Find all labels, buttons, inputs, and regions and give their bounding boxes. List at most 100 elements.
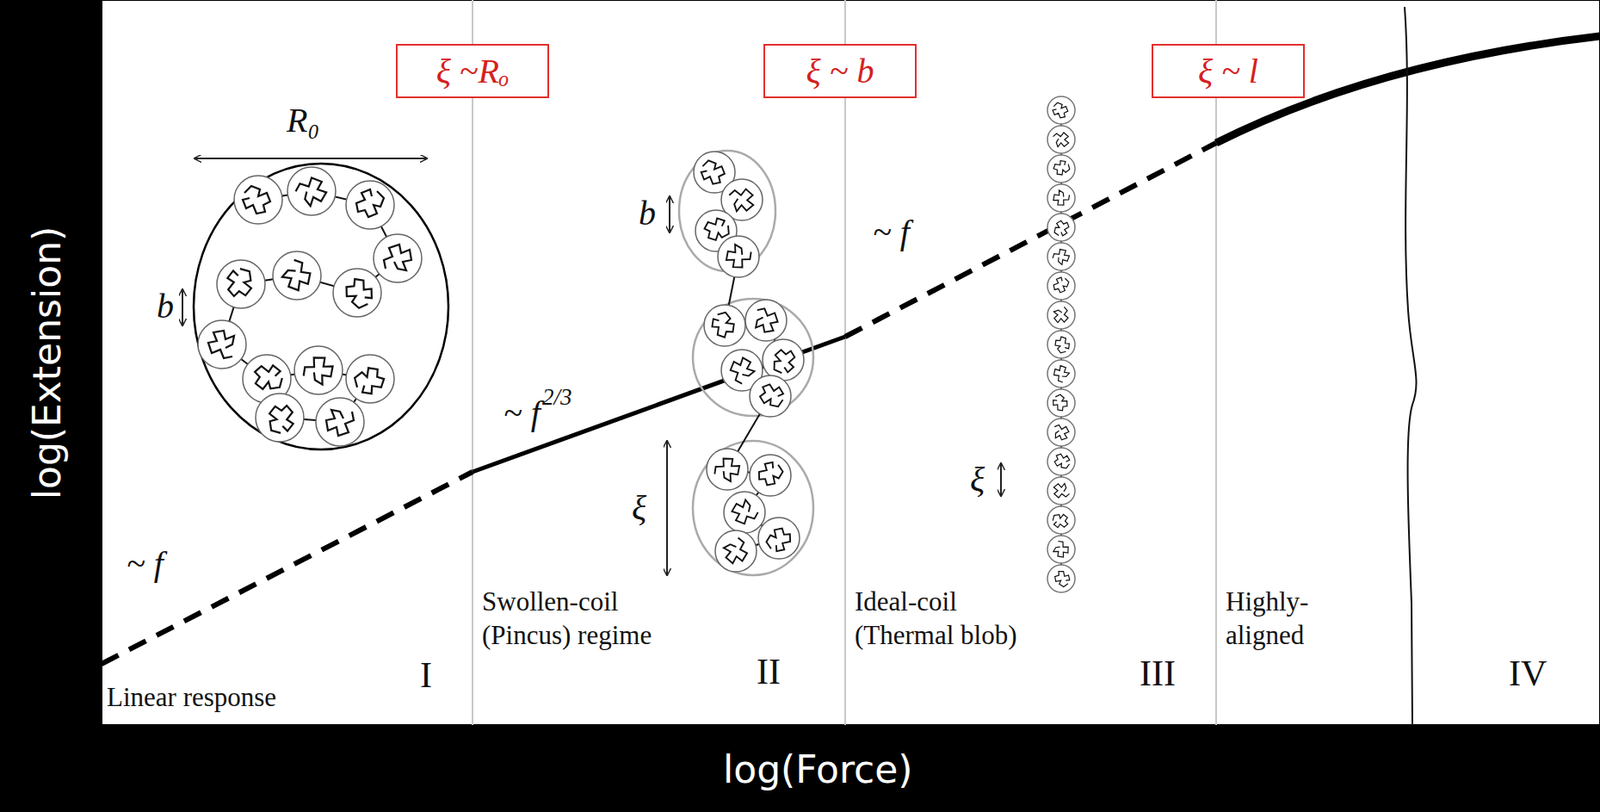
svg-use (261, 400, 300, 439)
svg-circle (706, 448, 748, 490)
regime-dividers (472, 0, 1217, 725)
svg-use (1053, 569, 1071, 587)
svg-use (1052, 539, 1072, 559)
regime-number: IV (1508, 650, 1547, 697)
svg-circle (1047, 125, 1075, 154)
svg-ellipse (692, 440, 814, 575)
svg-circle (294, 345, 343, 395)
svg-use (1051, 305, 1072, 326)
scale-label: ξ ~ l (1198, 50, 1259, 92)
svg-use (1050, 363, 1071, 384)
svg-use (712, 454, 742, 483)
force-extension-curve (101, 36, 1600, 664)
svg-use (1053, 452, 1071, 470)
svg-use (725, 353, 758, 386)
svg-use (727, 183, 759, 215)
axis-title: log(Force) (722, 745, 913, 793)
svg-use (221, 263, 260, 302)
svg-circle (234, 175, 283, 224)
coil-region-1 (182, 158, 449, 450)
svg-circle (345, 180, 395, 229)
svg-use (350, 361, 389, 400)
svg-g (197, 166, 422, 446)
svg-use (1051, 189, 1071, 209)
svg-circle (255, 393, 304, 442)
svg-circle (1047, 242, 1075, 271)
svg-line (844, 0, 847, 725)
svg-ellipse (679, 150, 776, 272)
thermal-blob-chain (1000, 96, 1075, 593)
exponent-label: 2/3 (542, 383, 573, 413)
dimension-label: R₀ (286, 98, 320, 143)
svg-use (758, 382, 786, 410)
svg-circle (315, 397, 365, 446)
svg-use (279, 257, 316, 295)
svg-use (208, 330, 235, 359)
svg-use (728, 496, 760, 529)
svg-ellipse (193, 163, 449, 450)
svg-circle (1047, 476, 1075, 505)
svg-circle (287, 166, 336, 216)
svg-use (242, 185, 271, 214)
svg-circle (197, 320, 247, 369)
svg-use (701, 160, 725, 184)
svg-circle (762, 339, 804, 381)
svg-circle (1047, 418, 1075, 446)
svg-circle (1047, 447, 1075, 476)
svg-use (757, 460, 785, 489)
svg-use (293, 171, 332, 210)
svg-circle (1047, 535, 1075, 563)
svg-use (1050, 481, 1071, 501)
scaling-label: ~ f (872, 210, 910, 254)
svg-circle (1047, 389, 1075, 417)
svg-circle (723, 491, 766, 533)
svg-circle (1047, 154, 1075, 183)
svg-use (1051, 129, 1072, 149)
svg-g (1047, 96, 1075, 593)
svg-use (383, 244, 412, 271)
regime-name: Swollen-coil (Pincus) regime (481, 585, 689, 653)
svg-path (101, 471, 473, 664)
svg-line (181, 289, 184, 326)
svg-circle (345, 354, 395, 403)
svg-circle (745, 299, 787, 341)
axis-title: log(Extension) (23, 226, 71, 500)
svg-circle (272, 251, 322, 300)
regime-name: Linear response (106, 680, 277, 715)
svg-use (356, 189, 384, 217)
svg-ellipse (692, 298, 814, 416)
svg-use (301, 352, 336, 386)
svg-circle (749, 454, 791, 496)
svg-use (720, 535, 753, 568)
svg-circle (1047, 506, 1075, 534)
scaling-label: ~ f (503, 391, 541, 435)
svg-circle (715, 530, 757, 572)
svg-circle (1047, 330, 1075, 359)
scale-label: ξ ~ b (806, 50, 875, 92)
dimension-label: ξ (631, 486, 647, 530)
svg-path (472, 336, 846, 472)
regime-name: Ideal-coil (Thermal blob) (854, 585, 1040, 653)
svg-circle (749, 375, 791, 417)
svg-line (1000, 463, 1002, 496)
svg-use (1051, 246, 1072, 266)
svg-use (1050, 392, 1071, 413)
svg-use (340, 275, 377, 311)
svg-line (1215, 0, 1217, 725)
plot-area (101, 0, 1600, 725)
svg-circle (704, 304, 746, 346)
svg-circle (333, 268, 382, 317)
pincus-blobs (667, 150, 814, 575)
regime-name: Highly- aligned (1225, 585, 1329, 653)
svg-circle (1047, 271, 1075, 300)
svg-line (194, 157, 427, 160)
svg-use (700, 213, 734, 247)
dimension-label: ξ (969, 457, 985, 501)
svg-line (668, 196, 671, 233)
aligned-chain (1404, 6, 1417, 725)
svg-use (1051, 334, 1073, 356)
svg-use (768, 345, 799, 377)
regime-number: II (756, 648, 781, 695)
svg-use (723, 242, 754, 272)
